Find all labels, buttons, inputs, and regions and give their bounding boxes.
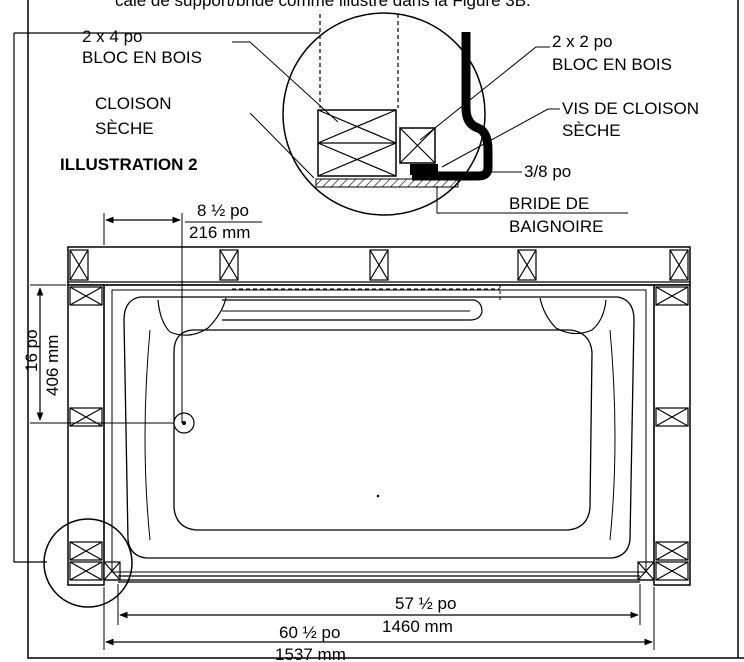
dim-drain-height-in: 16 po (22, 329, 41, 372)
detail-magnifier (282, 12, 493, 216)
dim-drain-offset-mm: 216 mm (189, 223, 250, 242)
leader-drywall (249, 112, 315, 179)
leader-2x4 (232, 41, 339, 123)
dim-outer-width-mm: 1537 mm (275, 645, 346, 662)
label-screw-line1: VIS DE CLOISON (562, 99, 699, 118)
label-drywall-line2: SÈCHE (95, 119, 154, 138)
figure-title: ILLUSTRATION 2 (60, 155, 198, 174)
label-flange-line1: BRIDE DE (509, 194, 589, 213)
leader-circle-link (13, 32, 320, 563)
tub-plan (67, 246, 691, 586)
label-2x2-line2: BLOC EN BOIS (552, 55, 672, 74)
label-screw-line2: SÈCHE (562, 121, 621, 140)
label-2x4-line1: 2 x 4 po (82, 27, 143, 46)
label-flange-line2: BAIGNOIRE (509, 217, 603, 236)
label-2x4-line2: BLOC EN BOIS (82, 48, 202, 67)
dim-outer-width-in: 60 ½ po (279, 623, 340, 642)
leader-flange (436, 186, 628, 214)
dim-inner-width-mm: 1460 mm (382, 617, 453, 636)
header-fragment: cale de support/bride comme illustré dan… (115, 0, 531, 10)
dim-inner-width-in: 57 ½ po (395, 594, 456, 613)
label-gap: 3/8 po (524, 162, 571, 181)
label-2x2-line1: 2 x 2 po (552, 32, 613, 51)
page-border (27, 0, 744, 659)
leader-2x2 (419, 46, 550, 141)
leader-screw (441, 108, 560, 168)
corner-detail-circle (43, 518, 133, 608)
dim-drain-offset-in: 8 ½ po (197, 201, 249, 220)
dim-drain-height-mm: 406 mm (43, 335, 62, 396)
label-drywall-line1: CLOISON (95, 94, 172, 113)
